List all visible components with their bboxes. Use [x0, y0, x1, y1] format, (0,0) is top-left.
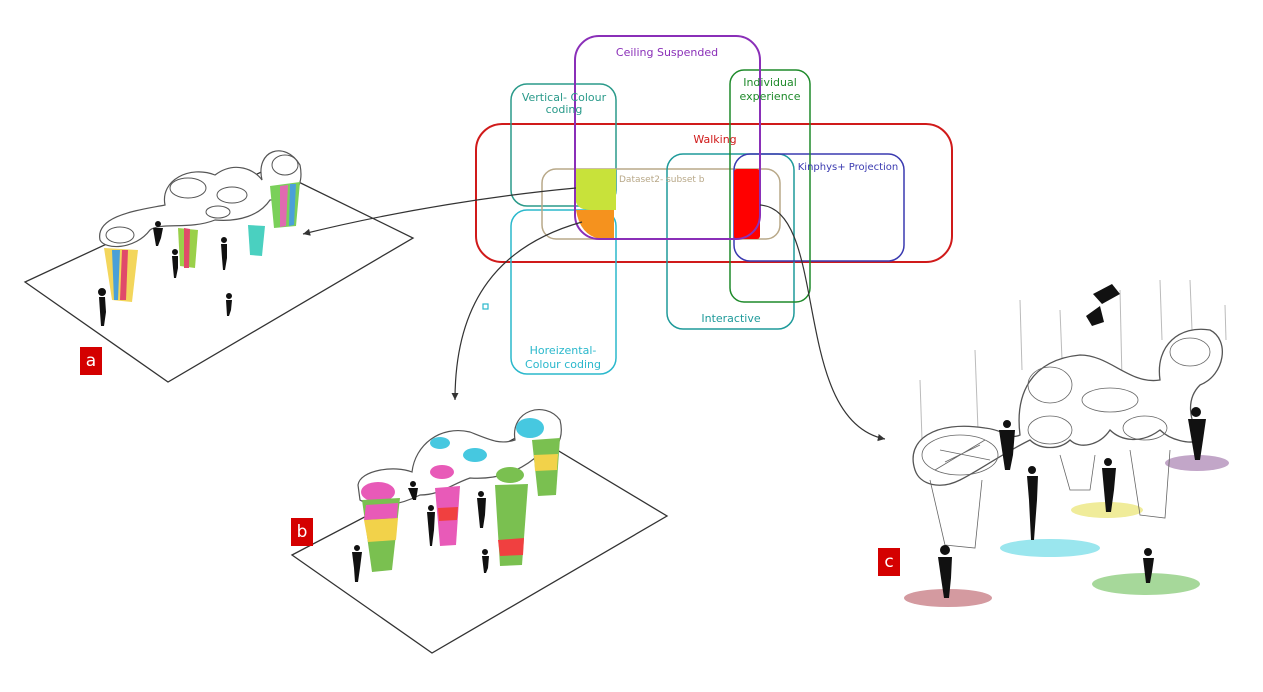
- label-interactive: Interactive: [701, 312, 760, 325]
- label-dataset-subset: Dataset2- subset b: [619, 175, 705, 185]
- intersection-lime: [575, 169, 616, 210]
- label-horizontal-colour-coding-1: Horeizental-: [530, 344, 597, 357]
- sketch-b-columns: [362, 438, 560, 572]
- sketch-a-columns: [104, 182, 300, 302]
- label-individual-experience-1: Individual: [743, 76, 797, 89]
- sketch-a: [23, 150, 415, 383]
- sketch-b-tag: b: [291, 518, 313, 546]
- sketch-c: [904, 279, 1229, 607]
- intersection-red: [734, 169, 760, 239]
- sketch-b-people: [352, 481, 489, 582]
- sketch-c-canopy: [912, 328, 1223, 486]
- arrow-to-sketch-c: [759, 204, 886, 442]
- set-individual-experience: [729, 69, 811, 303]
- arrow-to-sketch-b: [451, 221, 583, 401]
- sketch-a-people: [98, 221, 232, 326]
- arrow-to-sketch-a: [302, 187, 577, 236]
- set-vertical-colour-coding: [510, 83, 617, 207]
- marker-square: [482, 303, 489, 310]
- floor-pool-cyan: [1000, 539, 1100, 557]
- label-individual-experience-2: experience: [740, 90, 801, 103]
- suspension-lines: [919, 279, 1227, 441]
- sketch-a-tag: a: [80, 347, 102, 375]
- sketch-c-scribbles: [921, 337, 1211, 549]
- set-walking: [475, 123, 953, 263]
- connector-arrows: [302, 187, 886, 442]
- projector-icon: [1086, 284, 1120, 326]
- intersection-orange: [576, 210, 614, 239]
- label-kinect-projection: Kinphys+ Projection: [798, 162, 899, 173]
- sketch-c-tag: c: [878, 548, 900, 576]
- set-ceiling-suspended: [574, 35, 761, 240]
- floor-pool-purple: [1165, 455, 1229, 471]
- sketch-c-people: [938, 407, 1206, 598]
- venn-diagram: Ceiling Suspended Vertical- Colour codin…: [475, 35, 953, 375]
- label-vertical-colour-coding-1: Vertical- Colour: [522, 91, 607, 104]
- label-ceiling-suspended: Ceiling Suspended: [616, 46, 718, 59]
- sketch-a-canopy: [99, 150, 302, 248]
- label-horizontal-colour-coding-2: Colour coding: [525, 358, 601, 371]
- sketch-b-canopy: [357, 409, 562, 506]
- label-walking: Walking: [693, 133, 736, 146]
- label-vertical-colour-coding-2: coding: [546, 103, 583, 116]
- floor-pool-green: [1092, 573, 1200, 595]
- set-horizontal-colour-coding: [510, 209, 617, 375]
- sketch-b: [290, 409, 669, 654]
